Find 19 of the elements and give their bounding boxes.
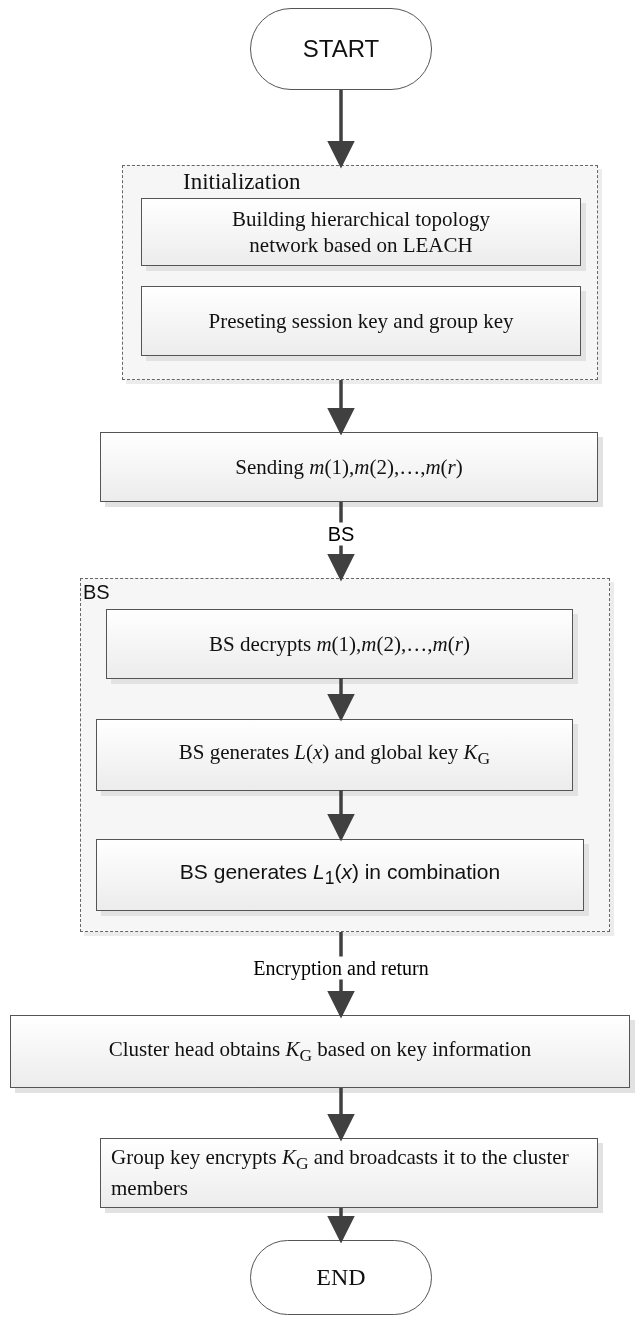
step-text: BS generates L$_{1}$(x) in combination [179, 859, 501, 891]
step-text: Preseting session key and group key [208, 307, 514, 335]
group-title: BS [83, 581, 110, 604]
step-text: BS decrypts m(1),m(2),…,m(r) [209, 630, 470, 658]
arrow [327, 1088, 355, 1142]
arrow [327, 90, 355, 169]
step-text: Building hierarchical topology network based on LEACH [231, 205, 491, 259]
edge-label: Encryption and return [250, 956, 432, 979]
terminal-label: START [302, 35, 380, 63]
arrow [327, 790, 355, 842]
arrow [327, 678, 355, 722]
group-title: Initialization [183, 169, 301, 195]
arrow [327, 380, 355, 436]
arrow [327, 1208, 355, 1244]
step-text: Sending m(1),m(2),…,m(r) [235, 453, 463, 481]
terminal-label: END [316, 1264, 366, 1291]
step-text: Group key encrypts K$_{G}$ and broadcasts it to the cluster members [111, 1144, 570, 1202]
step-text: BS generates L(x) and global key K$_{G}$ [178, 739, 491, 771]
step-text: Cluster head obtains K$_{G}$ based on key information [108, 1035, 532, 1068]
